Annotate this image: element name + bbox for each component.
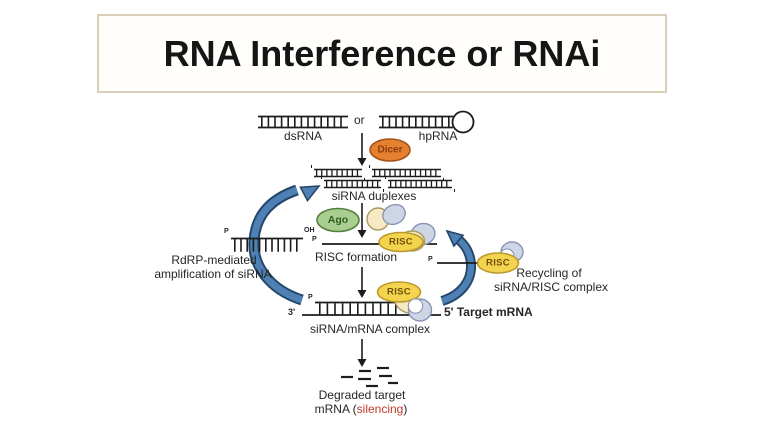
ago-label: Ago <box>327 214 349 226</box>
title-banner: RNA Interference or RNAi <box>97 14 667 93</box>
dicer-enzyme <box>369 138 411 162</box>
arrow-degradation <box>357 339 367 367</box>
arrow-risc-loading <box>357 203 367 238</box>
p-mark-comb: P <box>224 228 229 235</box>
risc-formation-label: RISC formation <box>314 250 398 264</box>
risc-component-blobs <box>366 203 406 231</box>
dicer-label: Dicer <box>377 144 403 156</box>
recycling-label-line1: Recycling of <box>516 266 582 280</box>
hprna-label: hpRNA <box>418 129 458 143</box>
risc-label-mrna: RISC <box>387 286 411 298</box>
arrow-target-recognition <box>357 267 367 298</box>
sirna-mrna-complex-label: siRNA/mRNA complex <box>309 322 431 336</box>
sirna-duplexes <box>311 165 455 192</box>
degraded-close-paren: ) <box>403 402 408 416</box>
risc-formation-complex <box>378 222 436 253</box>
three-prime-label: 3' <box>288 307 296 317</box>
risc-on-mrna-complex <box>376 281 433 322</box>
p-mark-mrna-strand: P <box>308 294 313 301</box>
degraded-label-line2: mRNA (silencing) <box>315 403 408 416</box>
dsrna-strand <box>258 115 348 129</box>
hprna-strand <box>379 110 475 134</box>
five-prime-target-label: 5' Target mRNA <box>444 305 533 319</box>
risc-label-formation: RISC <box>389 236 413 248</box>
oh-mark-comb: OH <box>304 227 315 234</box>
degraded-label-line1: Degraded target <box>318 388 406 402</box>
risc-label-recycled: RISC <box>486 257 510 269</box>
rdrp-comb-strand <box>231 237 303 252</box>
rdrp-label-line2: amplification of siRNA <box>154 267 272 281</box>
dsrna-label: dsRNA <box>283 129 323 143</box>
page-title: RNA Interference or RNAi <box>163 32 601 74</box>
arrow-dicer-cleavage <box>357 133 367 166</box>
recycling-cycle-arrow <box>440 229 477 306</box>
degraded-mrna-text: mRNA ( <box>314 402 357 416</box>
recycled-risc-complex <box>476 241 524 274</box>
silencing-text: silencing <box>356 402 404 416</box>
degraded-mrna-fragments <box>341 366 398 388</box>
rdrp-label-line1: RdRP-mediated <box>171 253 257 267</box>
sirna-duplexes-label: siRNA duplexes <box>331 189 417 203</box>
p-mark-risc-strand: P <box>312 236 317 243</box>
recycling-label-line2: siRNA/RISC complex <box>493 280 609 294</box>
p-mark-recycled-strand: P <box>428 256 433 263</box>
or-label: or <box>354 113 365 127</box>
ago-protein <box>316 207 360 233</box>
